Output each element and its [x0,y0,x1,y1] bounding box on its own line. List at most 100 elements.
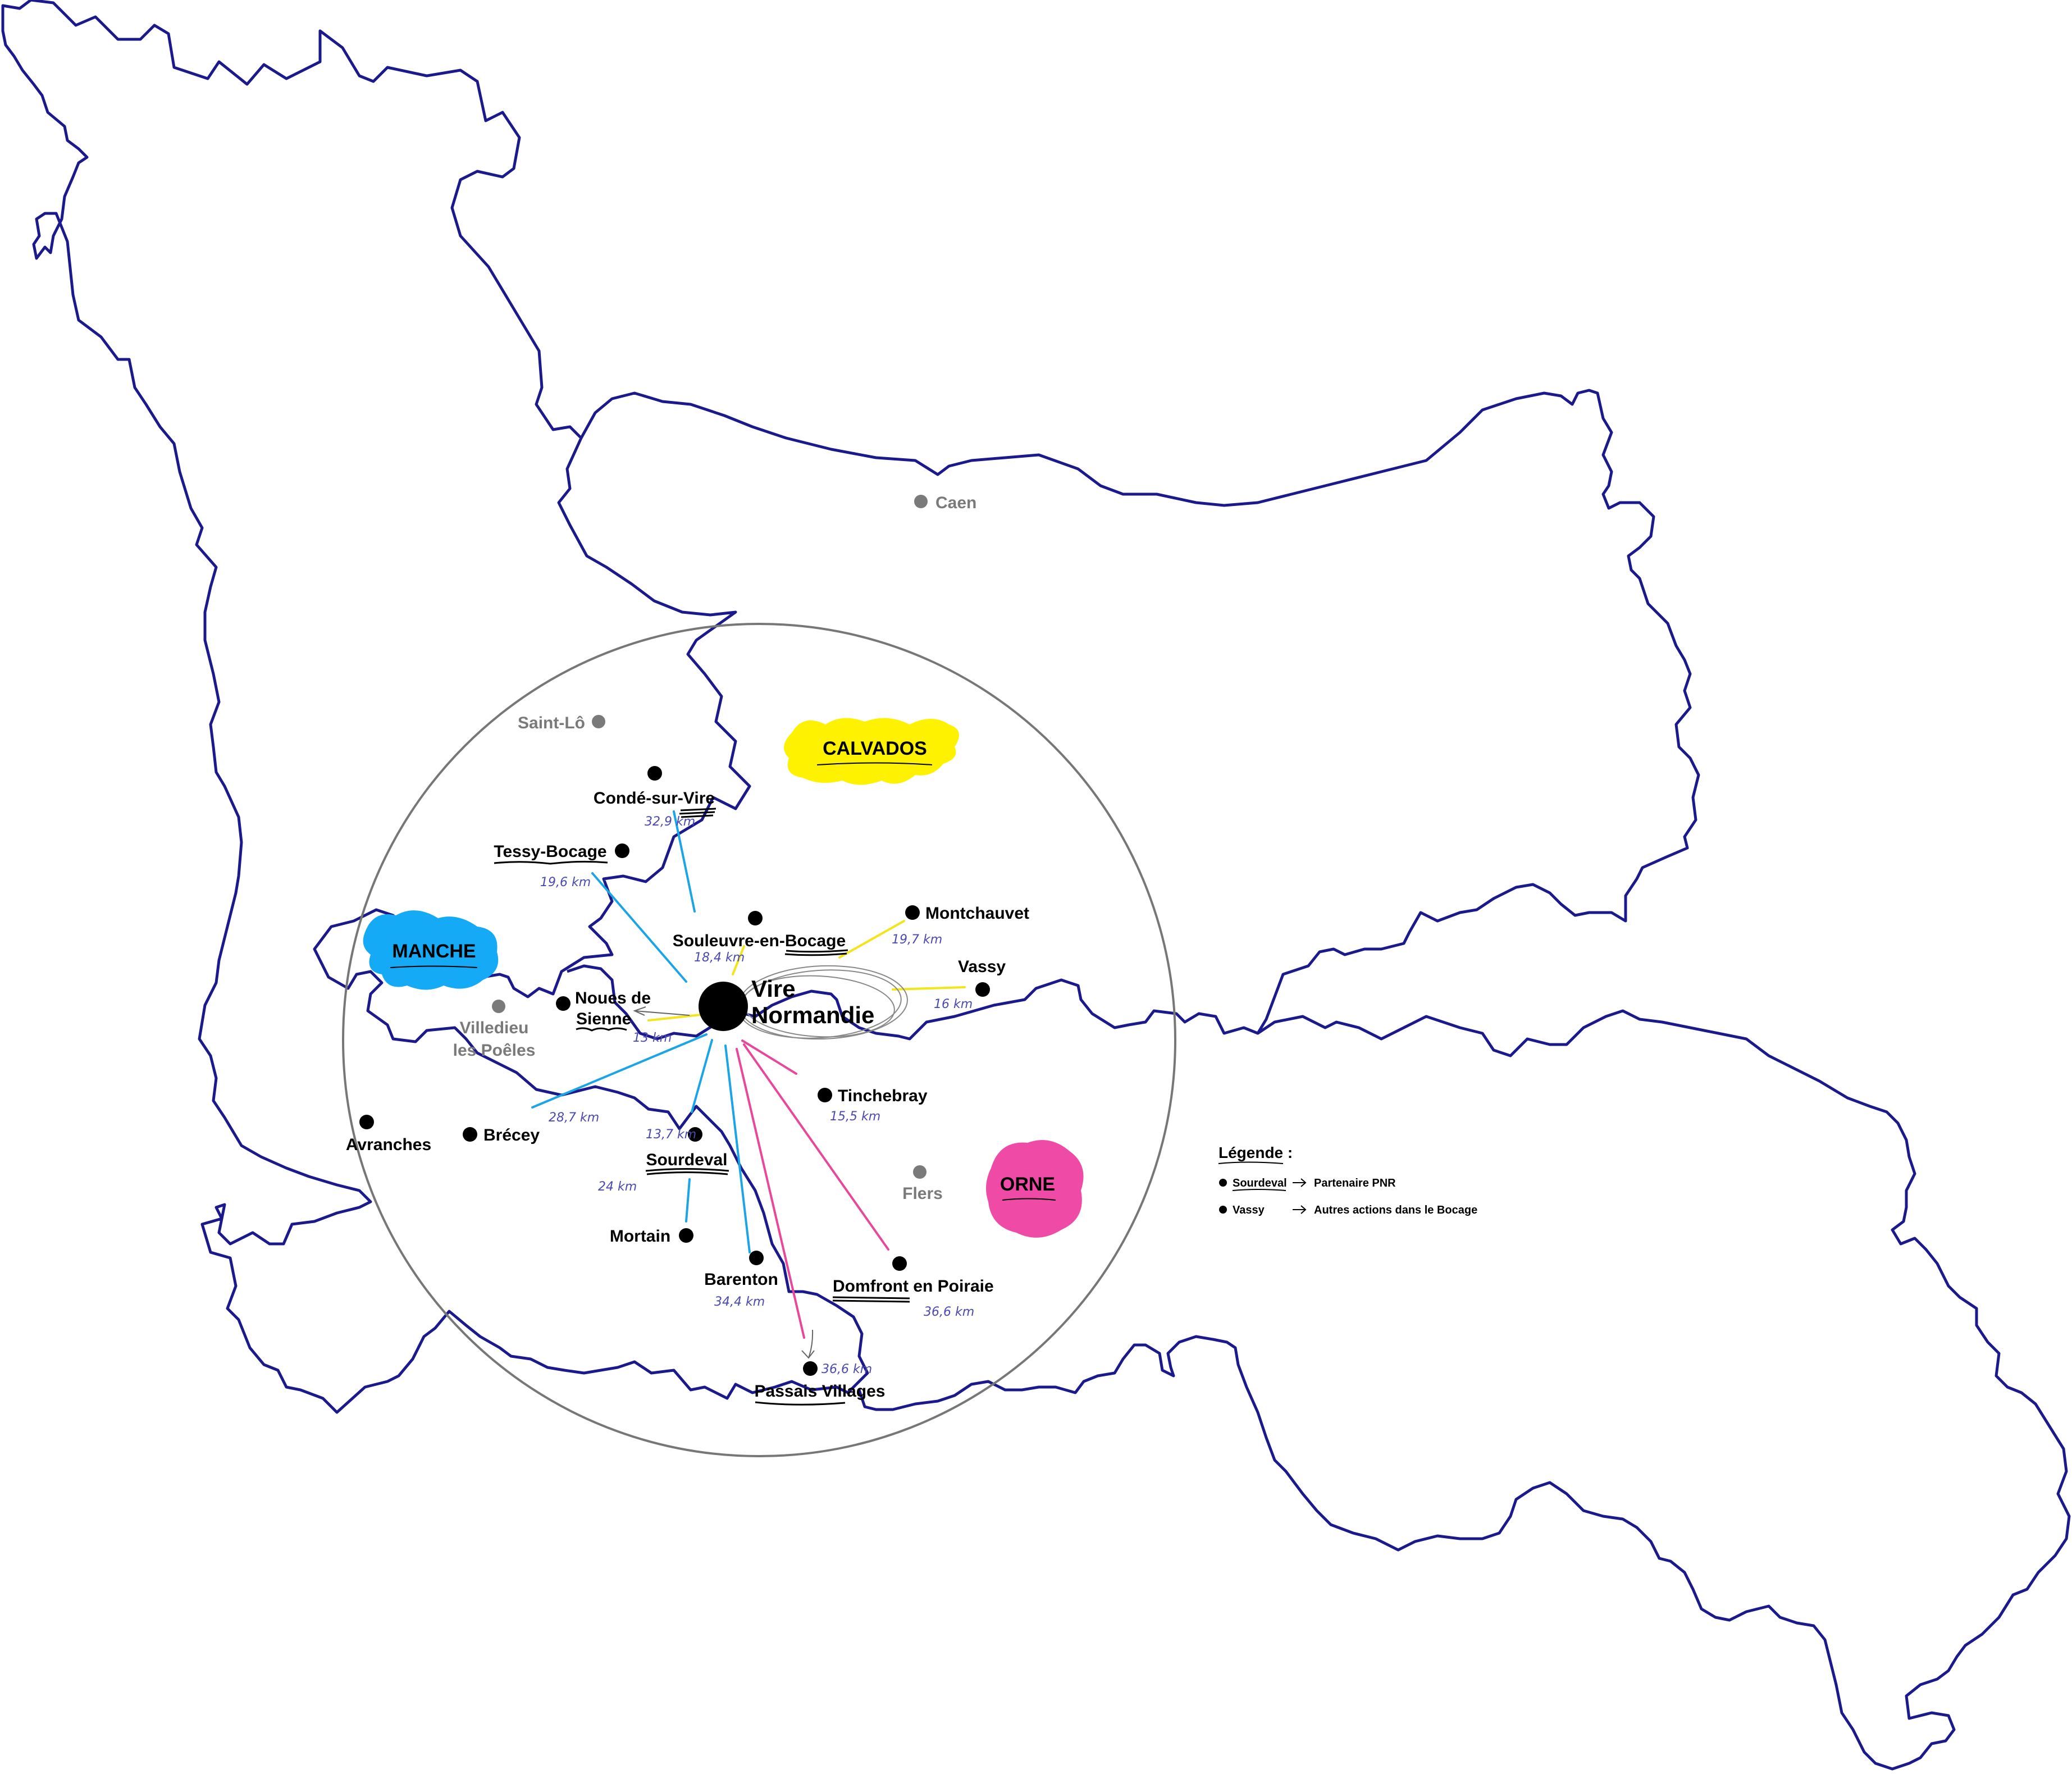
conde-underline [679,808,716,818]
passais-distance: 36,6 km [822,1362,872,1376]
noues-label-2: Sienne [576,1010,631,1028]
line-montchauvet [838,920,905,959]
legend-partner-arrow-icon [1293,1178,1307,1187]
vassy-distance: 16 km [934,997,973,1011]
passais-label: Passais Villages [755,1382,886,1401]
line-tessy [591,872,687,983]
radius-circle [342,623,1176,1457]
tessy-dot [615,843,629,858]
legend-other-example: Vassy [1233,1204,1265,1216]
town-tinchebray[interactable]: Tinchebray 15,5 km [818,1087,928,1124]
legend-partner-example: Sourdeval [1233,1177,1287,1189]
town-domfront[interactable]: Domfront en Poiraie 36,6 km [832,1256,994,1319]
noues-arrow [633,1006,690,1016]
manche-border [1,0,869,1414]
tinchebray-distance: 15,5 km [830,1110,880,1124]
town-sourdeval[interactable]: 13,7 km Sourdeval [645,1127,729,1175]
tinchebray-dot [818,1088,832,1102]
avranches-label: Avranches [346,1135,431,1154]
barenton-dot [749,1251,764,1265]
town-tessy[interactable]: Tessy-Bocage 19,6 km [494,842,629,890]
noues-distance: 13 km [633,1031,672,1045]
line-souleuvre [732,945,745,975]
town-avranches[interactable]: Avranches [346,1115,431,1154]
line-noues [647,1014,702,1021]
line-vassy [892,986,966,991]
city-villedieu[interactable]: Villedieu les Poêles [453,1000,536,1060]
orne-label: ORNE [986,1140,1084,1238]
town-souleuvre[interactable]: Souleuvre-en-Bocage 18,4 km [673,911,848,965]
connection-lines [531,810,966,1339]
sourdeval-underline [645,1168,729,1175]
town-vassy[interactable]: Vassy 16 km [934,957,1006,1011]
conde-dot [647,766,662,781]
flers-dot [913,1165,927,1179]
tessy-underline [494,860,608,865]
legend-partner-dot [1219,1179,1227,1187]
orne-underline [1002,1198,1056,1201]
souleuvre-label: Souleuvre-en-Bocage [673,932,846,950]
avranches-dot [359,1115,374,1129]
line-mortain [685,1178,691,1223]
town-passais[interactable]: 36,6 km Passais Villages [755,1329,886,1406]
passais-dot [803,1361,818,1376]
domfront-dot [892,1256,907,1271]
city-caen[interactable]: Caen [914,494,976,512]
legend-other-dot [1219,1206,1227,1214]
vire-label-2: Normandie [751,1002,874,1028]
line-passais [736,1048,805,1339]
montchauvet-distance: 19,7 km [892,933,942,947]
sourdeval-dot [688,1127,702,1142]
souleuvre-dot [748,911,763,925]
line-barenton [724,1045,751,1253]
domfront-label: Domfront en Poiraie [833,1277,994,1296]
montchauvet-dot [905,905,920,920]
saint-lo-dot [592,715,605,728]
town-brecey[interactable]: Brécey 28,7 km [463,1111,599,1144]
noues-dot [556,996,571,1011]
souleuvre-distance: 18,4 km [694,951,745,965]
legend-partner-underline [1232,1189,1286,1191]
calvados-underline [816,762,933,765]
calvados-label: CALVADOS [784,718,959,785]
legend-title: Légende : [1218,1144,1293,1161]
brecey-distance: 28,7 km [549,1111,599,1125]
villedieu-dot [492,1000,505,1013]
mortain-label: Mortain [610,1227,670,1246]
domfront-distance: 36,6 km [924,1305,974,1319]
town-barenton[interactable]: Barenton 34,4 km [704,1251,778,1309]
vassy-label: Vassy [958,957,1006,976]
manche-underline [390,965,478,968]
calvados-text: CALVADOS [823,738,927,759]
noues-underline [576,1027,627,1032]
legend-other-desc: Autres actions dans le Bocage [1314,1204,1477,1216]
calvados-border [567,389,1700,1041]
conde-distance: 32,9 km [645,815,695,829]
city-flers[interactable]: Flers [902,1165,943,1203]
mortain-dot [679,1228,693,1243]
city-saint-lo[interactable]: Saint-Lô [518,714,605,732]
manche-label: MANCHE [363,910,499,990]
brecey-dot [463,1127,477,1142]
legend-partner-desc: Partenaire PNR [1314,1177,1396,1189]
center-vire[interactable]: Vire Normandie [699,975,874,1031]
legend-title-underline [1218,1161,1284,1164]
manche-text: MANCHE [392,941,476,962]
calvados-blob [784,718,959,785]
town-mortain[interactable]: Mortain 24 km [598,1180,693,1246]
barenton-distance: 34,4 km [714,1295,765,1309]
town-noues[interactable]: Noues de Sienne 13 km [556,989,690,1045]
tessy-label: Tessy-Bocage [494,842,606,861]
villedieu-label-2: les Poêles [453,1041,536,1060]
town-montchauvet[interactable]: Montchauvet 19,7 km [892,904,1029,947]
villedieu-label-1: Villedieu [460,1019,529,1037]
passais-arrow [801,1329,815,1359]
caen-dot [914,495,928,508]
line-domfront [743,1043,889,1251]
saint-lo-label: Saint-Lô [518,714,585,732]
vassy-dot [975,982,990,997]
noues-label-1: Noues de [575,989,651,1007]
town-conde[interactable]: Condé-sur-Vire 32,9 km [594,766,716,829]
line-brecey [531,1033,708,1109]
barenton-label: Barenton [704,1270,778,1289]
